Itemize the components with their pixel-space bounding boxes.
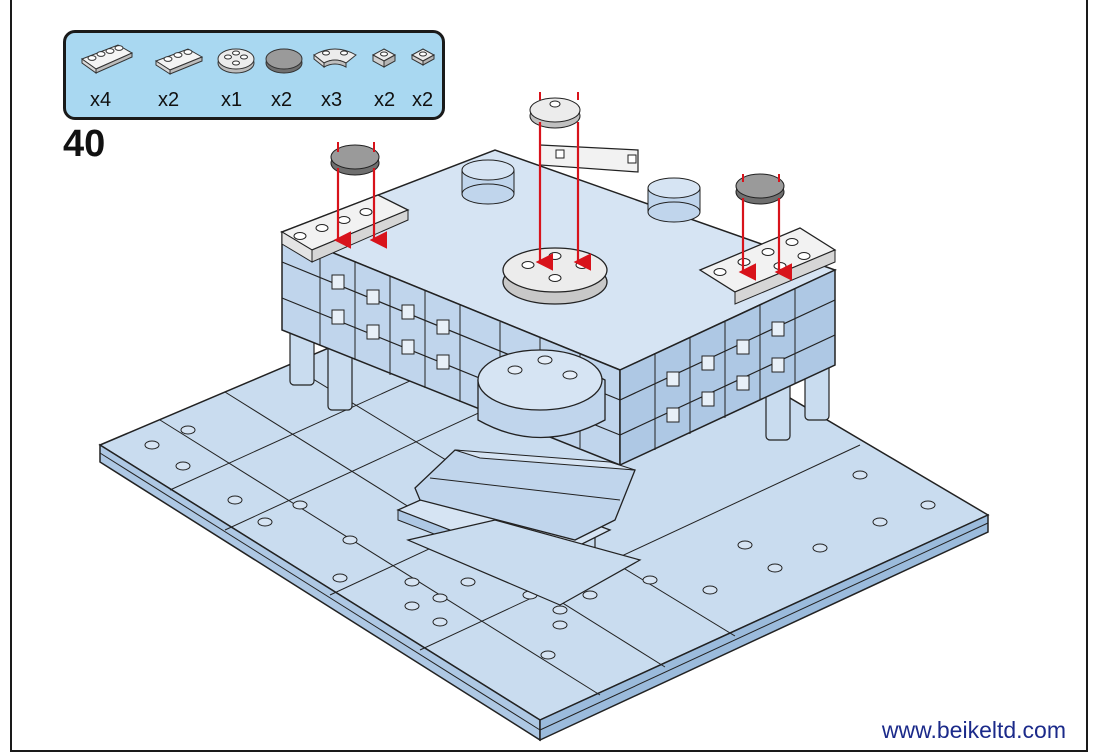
- parts-list-box: x4 x2 x1 x2 x3 x2: [63, 30, 445, 120]
- gray-round-tile-right: [735, 173, 785, 205]
- placement-arrow-tick-marks: [337, 92, 780, 182]
- step-number: 40: [63, 123, 106, 165]
- round-plate-2x2-icon: [217, 48, 255, 74]
- white-clip-plate-floating: [539, 144, 639, 173]
- part-quantity: x2: [412, 89, 434, 111]
- part-quantity: x2: [158, 89, 180, 111]
- round-tile-2x2-gray-icon: [265, 48, 303, 74]
- plate-1x1-icon: [410, 48, 436, 66]
- website-url[interactable]: www.beikeltd.com: [881, 717, 1066, 743]
- entrance-canopy: [396, 449, 642, 606]
- white-round-plate-floating: [529, 97, 581, 129]
- part-quantity: x2: [374, 89, 396, 111]
- part-quantity: x4: [90, 89, 112, 111]
- white-top-plates: [280, 194, 837, 305]
- plate-1x4-white-icon: [80, 44, 134, 74]
- part-quantity: x2: [271, 89, 293, 111]
- gray-round-tile-left: [330, 144, 380, 176]
- part-quantity: x3: [321, 89, 343, 111]
- page-frame: [10, 0, 1088, 752]
- central-rotunda: [477, 349, 606, 439]
- base-studs: [144, 425, 936, 660]
- plate-1x1-clip-icon: [371, 48, 397, 68]
- quarter-round-plate-icon: [313, 48, 357, 69]
- plate-1x3-white-icon: [154, 48, 204, 75]
- placement-arrows: [333, 122, 793, 281]
- part-quantity: x1: [221, 89, 243, 111]
- center-round-plate-target: [502, 247, 608, 305]
- top-round-bricks: [461, 159, 701, 223]
